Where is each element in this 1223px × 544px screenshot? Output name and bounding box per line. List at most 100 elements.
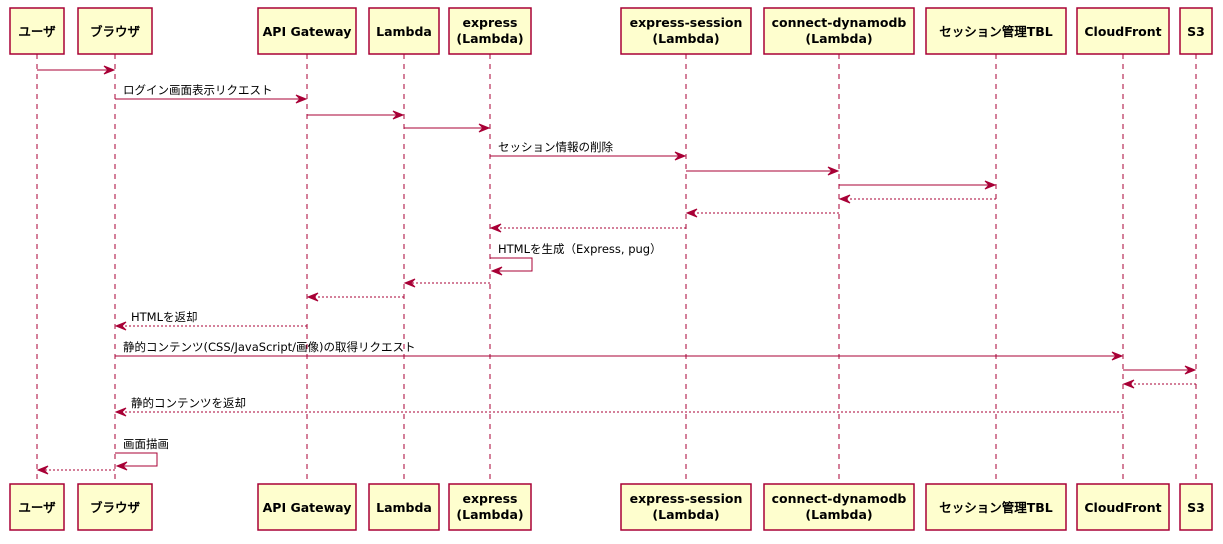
participant-label: CloudFront xyxy=(1084,24,1161,39)
participant-user-top: ユーザ xyxy=(9,7,65,55)
participant-box xyxy=(763,7,915,55)
participant-label: S3 xyxy=(1187,500,1205,515)
participant-dynamo-top: connect-dynamodb(Lambda) xyxy=(763,7,915,55)
participant-box xyxy=(620,483,752,531)
participant-lambda-bottom: Lambda xyxy=(368,483,440,531)
message-15 xyxy=(1123,365,1197,375)
participant-lambda-top: Lambda xyxy=(368,7,440,55)
message-label: HTMLを返却 xyxy=(131,310,198,324)
participant-box xyxy=(1076,7,1170,55)
arrow-head xyxy=(36,465,49,475)
participant-label: express-session xyxy=(630,491,743,506)
self-message-line xyxy=(490,257,533,272)
participant-label: (Lambda) xyxy=(652,507,719,522)
participant-box xyxy=(257,483,357,531)
arrow-head xyxy=(295,94,308,104)
arrow-head xyxy=(114,321,127,331)
participant-label: S3 xyxy=(1187,24,1205,39)
arrow-head xyxy=(115,461,128,471)
participant-label: セッション管理TBL xyxy=(939,500,1053,515)
participant-box xyxy=(257,7,357,55)
participant-label: Lambda xyxy=(376,500,432,515)
participant-express-bottom: express(Lambda) xyxy=(448,483,532,531)
message-1: ログイン画面表示リクエスト xyxy=(115,83,308,104)
message-16 xyxy=(1122,379,1196,389)
participant-label: express-session xyxy=(630,15,743,30)
participant-box xyxy=(448,483,532,531)
participant-label: connect-dynamodb xyxy=(772,15,907,30)
participant-box xyxy=(77,7,153,55)
participant-s3-top: S3 xyxy=(1179,7,1213,55)
arrow-head xyxy=(1111,351,1124,361)
participant-box xyxy=(1076,483,1170,531)
participant-box xyxy=(9,483,65,531)
participant-box xyxy=(368,7,440,55)
message-13: HTMLを返却 xyxy=(114,310,307,331)
arrow-head xyxy=(827,166,840,176)
message-9 xyxy=(489,223,686,233)
arrow-head xyxy=(489,223,502,233)
message-7 xyxy=(838,194,996,204)
participant-tbl-top: セッション管理TBL xyxy=(925,7,1067,55)
participant-express-top: express(Lambda) xyxy=(448,7,532,55)
participant-box xyxy=(925,7,1067,55)
participant-label: (Lambda) xyxy=(456,507,523,522)
participant-label: connect-dynamodb xyxy=(772,491,907,506)
participant-label: セッション管理TBL xyxy=(939,24,1053,39)
participant-box xyxy=(1179,7,1213,55)
participant-box xyxy=(448,7,532,55)
participant-label: API Gateway xyxy=(263,24,352,39)
participant-label: express xyxy=(462,491,517,506)
message-12 xyxy=(306,292,404,302)
participant-cloudfront-top: CloudFront xyxy=(1076,7,1170,55)
arrow-head xyxy=(103,65,116,75)
participant-box xyxy=(763,483,915,531)
participant-box xyxy=(620,7,752,55)
participant-browser-bottom: ブラウザ xyxy=(77,483,153,531)
participant-cloudfront-bottom: CloudFront xyxy=(1076,483,1170,531)
message-17: 静的コンテンツを返却 xyxy=(114,396,1123,417)
participant-label: Lambda xyxy=(376,24,432,39)
participant-box xyxy=(77,483,153,531)
participant-apigw-bottom: API Gateway xyxy=(257,483,357,531)
participant-session-bottom: express-session(Lambda) xyxy=(620,483,752,531)
participant-s3-bottom: S3 xyxy=(1179,483,1213,531)
participant-box xyxy=(925,483,1067,531)
lifelines xyxy=(36,54,1197,484)
participant-dynamo-bottom: connect-dynamodb(Lambda) xyxy=(763,483,915,531)
self-message-line xyxy=(115,452,158,467)
message-3 xyxy=(404,123,491,133)
message-label: 静的コンテンツを返却 xyxy=(131,396,246,410)
participant-session-top: express-session(Lambda) xyxy=(620,7,752,55)
participant-user-bottom: ユーザ xyxy=(9,483,65,531)
participant-browser-top: ブラウザ xyxy=(77,7,153,55)
participant-label: ユーザ xyxy=(18,24,56,39)
arrow-head xyxy=(403,278,416,288)
message-14: 静的コンテンツ(CSS/JavaScript/画像)の取得リクエスト xyxy=(115,340,1124,361)
participant-label: API Gateway xyxy=(263,500,352,515)
participant-box xyxy=(9,7,65,55)
participant-apigw-top: API Gateway xyxy=(257,7,357,55)
message-label: HTMLを生成（Express, pug） xyxy=(498,242,662,256)
arrow-head xyxy=(838,194,851,204)
arrow-head xyxy=(674,151,687,161)
message-0 xyxy=(37,65,116,75)
arrow-head xyxy=(685,208,698,218)
message-6 xyxy=(839,180,997,190)
message-18: 画面描画 xyxy=(115,437,169,471)
participant-label: ユーザ xyxy=(18,500,56,515)
participant-tbl-bottom: セッション管理TBL xyxy=(925,483,1067,531)
arrow-head xyxy=(1122,379,1135,389)
arrow-head xyxy=(984,180,997,190)
message-label: セッション情報の削除 xyxy=(498,140,613,154)
message-10: HTMLを生成（Express, pug） xyxy=(490,242,662,276)
participant-label: (Lambda) xyxy=(456,31,523,46)
message-label: 画面描画 xyxy=(123,437,169,451)
arrow-head xyxy=(478,123,491,133)
participant-label: ブラウザ xyxy=(90,500,141,515)
participant-label: express xyxy=(462,15,517,30)
